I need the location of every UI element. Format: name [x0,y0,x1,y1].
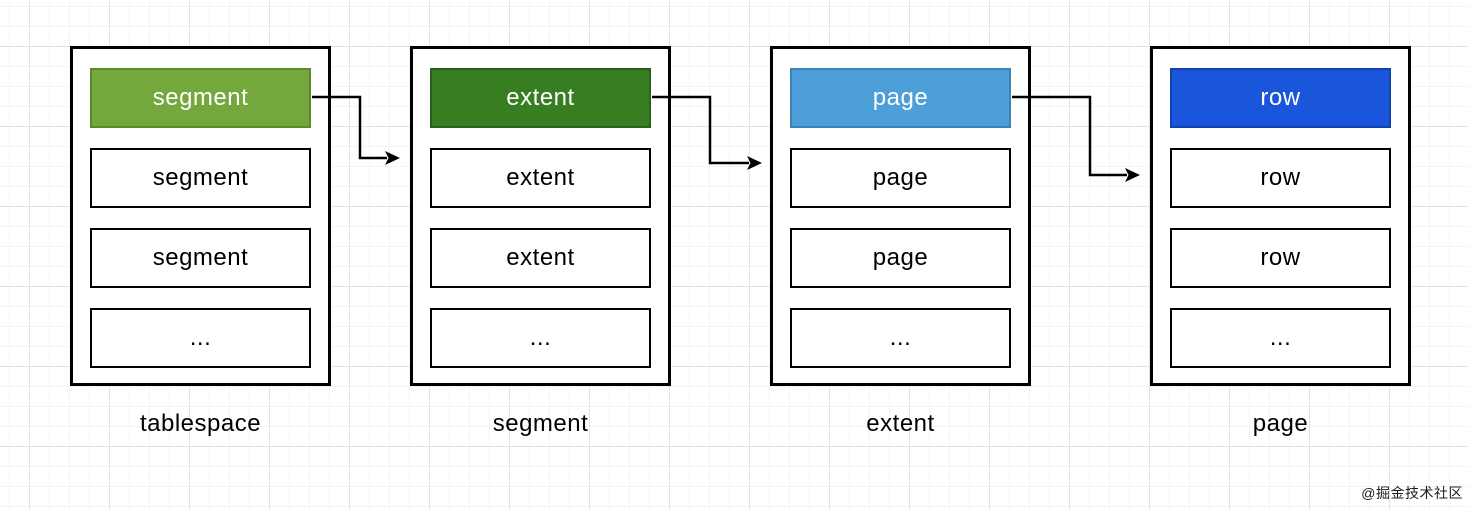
extent-cell-highlighted: extent [430,68,651,128]
ellipsis-cell: ... [90,308,311,368]
segment-container-box: extent extent extent ... [410,46,671,386]
column-caption-extent: extent [866,410,935,437]
arrowhead-icon [385,151,400,165]
arrowhead-icon [747,156,762,170]
page-container-box: row row row ... [1150,46,1411,386]
tablespace-container-box: segment segment segment ... [70,46,331,386]
row-cell: row [1170,228,1391,288]
extent-container-box: page page page ... [770,46,1031,386]
row-cell-highlighted: row [1170,68,1391,128]
ellipsis-cell: ... [790,308,1011,368]
page-cell: page [790,228,1011,288]
segment-cell-highlighted: segment [90,68,311,128]
juejin-watermark: @掘金技术社区 [1361,485,1463,501]
arrowhead-icon [1125,168,1140,182]
extent-cell: extent [430,228,651,288]
ellipsis-cell: ... [430,308,651,368]
column-segment: extent extent extent ... segment [410,46,671,437]
page-cell-highlighted: page [790,68,1011,128]
segment-cell: segment [90,228,311,288]
column-caption-tablespace: tablespace [139,410,262,437]
column-extent: page page page ... extent [770,46,1031,437]
column-caption-page: page [1252,410,1309,437]
column-caption-segment: segment [492,410,589,437]
segment-cell: segment [90,148,311,208]
row-cell: row [1170,148,1391,208]
column-page: row row row ... page [1150,46,1411,437]
ellipsis-cell: ... [1170,308,1391,368]
column-tablespace: segment segment segment ... tablespace [70,46,331,437]
page-cell: page [790,148,1011,208]
extent-cell: extent [430,148,651,208]
